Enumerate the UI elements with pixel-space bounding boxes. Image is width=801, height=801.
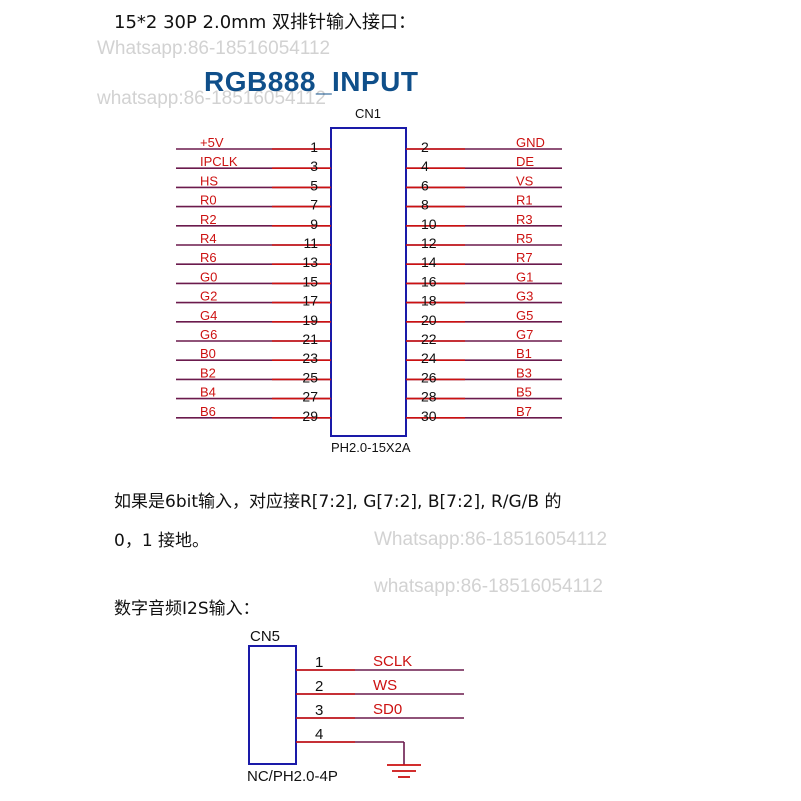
left-pin-number: 23 xyxy=(302,350,318,366)
right-net-label: G3 xyxy=(516,289,533,304)
left-net-label: R6 xyxy=(200,250,217,265)
left-net-label: B6 xyxy=(200,404,216,419)
right-net-label: G5 xyxy=(516,308,533,323)
left-pin-number: 17 xyxy=(302,293,318,309)
note-line-1: 如果是6bit输入，对应接R[7:2], G[7:2], B[7:2], R/G… xyxy=(114,492,562,512)
watermark-2: whatsapp:86-18516054112 xyxy=(97,88,326,109)
right-pin-number: 2 xyxy=(421,139,429,155)
left-pin-number: 11 xyxy=(303,235,318,251)
right-net-label: R7 xyxy=(516,250,533,265)
left-pin-number: 27 xyxy=(302,389,318,405)
right-pin-number: 14 xyxy=(421,254,437,270)
right-net-label: DE xyxy=(516,154,534,169)
left-pin-number: 7 xyxy=(310,197,318,213)
left-net-label: G6 xyxy=(200,327,217,342)
right-pin-number: 6 xyxy=(421,177,429,193)
right-pin-number: 8 xyxy=(421,197,429,213)
left-pin-number: 13 xyxy=(302,254,318,270)
pin-number: 3 xyxy=(315,702,323,719)
left-net-label: IPCLK xyxy=(200,154,238,169)
right-net-label: B5 xyxy=(516,385,532,400)
right-net-label: B7 xyxy=(516,404,532,419)
pin-number: 2 xyxy=(315,678,323,695)
connector2-ref: CN5 xyxy=(250,628,280,645)
left-net-label: G4 xyxy=(200,308,217,323)
left-net-label: G0 xyxy=(200,269,217,284)
pin-number: 4 xyxy=(315,726,323,743)
net-label: SCLK xyxy=(373,653,412,670)
left-pin-number: 9 xyxy=(310,216,318,232)
right-pin-number: 30 xyxy=(421,408,437,424)
audio-heading: 数字音频I2S输入： xyxy=(114,599,260,619)
connector2-body xyxy=(248,645,297,765)
left-net-label: R4 xyxy=(200,231,217,246)
left-pin-number: 1 xyxy=(310,139,318,155)
left-pin-number: 25 xyxy=(302,369,318,385)
note-line-2: 0，1 接地。 xyxy=(114,531,210,551)
right-net-label: B3 xyxy=(516,365,532,380)
right-pin-number: 24 xyxy=(421,350,437,366)
connector1-body xyxy=(330,127,407,437)
left-net-label: B2 xyxy=(200,365,216,380)
right-net-label: R1 xyxy=(516,193,533,208)
left-pin-number: 19 xyxy=(302,312,318,328)
right-pin-number: 20 xyxy=(421,312,437,328)
right-pin-number: 10 xyxy=(421,216,437,232)
connector2-part: NC/PH2.0-4P xyxy=(247,768,338,785)
pin-number: 1 xyxy=(315,654,323,671)
left-pin-number: 21 xyxy=(302,331,318,347)
right-net-label: B1 xyxy=(516,346,532,361)
net-label: SD0 xyxy=(373,701,402,718)
left-net-label: R2 xyxy=(200,212,217,227)
left-net-label: R0 xyxy=(200,193,217,208)
left-pin-number: 5 xyxy=(310,177,318,193)
right-pin-number: 4 xyxy=(421,158,429,174)
left-net-label: HS xyxy=(200,173,218,188)
connector1-part: PH2.0-15X2A xyxy=(331,440,411,455)
watermark-1: Whatsapp:86-18516054112 xyxy=(97,38,331,59)
left-net-label: +5V xyxy=(200,135,224,150)
right-pin-number: 16 xyxy=(421,273,437,289)
right-net-label: GND xyxy=(516,135,545,150)
right-net-label: VS xyxy=(516,173,534,188)
left-pin-number: 15 xyxy=(302,273,318,289)
connector1-title: RGB888_INPUT xyxy=(204,66,419,97)
right-pin-number: 12 xyxy=(421,235,437,251)
header-title: 15*2 30P 2.0mm 双排针输入接口： xyxy=(114,12,416,33)
right-net-label: G7 xyxy=(516,327,533,342)
right-net-label: R3 xyxy=(516,212,533,227)
right-net-label: R5 xyxy=(516,231,533,246)
connector1-ref: CN1 xyxy=(355,106,381,121)
right-pin-number: 22 xyxy=(421,331,437,347)
right-pin-number: 28 xyxy=(421,389,437,405)
left-net-label: G2 xyxy=(200,289,217,304)
watermark-3: Whatsapp:86-18516054112 xyxy=(374,529,608,550)
net-label: WS xyxy=(373,677,397,694)
left-pin-number: 29 xyxy=(302,408,318,424)
right-pin-number: 18 xyxy=(421,293,437,309)
left-pin-number: 3 xyxy=(310,158,318,174)
right-pin-number: 26 xyxy=(421,369,437,385)
right-net-label: G1 xyxy=(516,269,533,284)
left-net-label: B0 xyxy=(200,346,216,361)
left-net-label: B4 xyxy=(200,385,216,400)
watermark-4: whatsapp:86-18516054112 xyxy=(374,576,603,597)
